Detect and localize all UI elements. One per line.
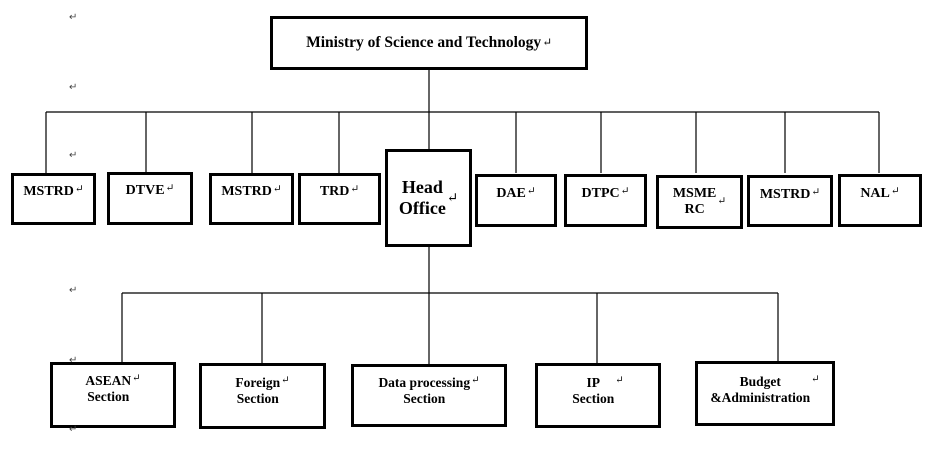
paragraph-mark: ↵	[446, 190, 459, 206]
section-label: Data processing Section	[378, 375, 471, 406]
section-budget-box: Budget &Administration↵	[695, 361, 835, 426]
paragraph-mark: ↵	[471, 375, 480, 386]
dept-trd-box: TRD↵	[298, 173, 381, 225]
dept-dtpc-box: DTPC↵	[564, 174, 647, 227]
paragraph-mark: ↵	[811, 187, 821, 198]
paragraph-mark: ↵	[717, 195, 727, 207]
dept-mstrd-1-box: MSTRD↵	[11, 173, 96, 225]
head-office-box: Head Office↵	[385, 149, 472, 247]
section-label: ASEAN Section	[85, 373, 132, 404]
section-data-processing-box: Data processing Section↵	[351, 364, 507, 427]
section-label: Budget &Administration	[710, 374, 811, 405]
section-ip-box: IP Section↵	[535, 363, 661, 428]
paragraph-mark: ↵	[165, 183, 175, 194]
dept-msme-rc-box: MSME RC↵	[656, 175, 743, 229]
paragraph-mark: ↵	[890, 186, 900, 197]
dept-label: MSTRD	[23, 184, 74, 199]
dept-label: TRD	[319, 184, 350, 199]
section-label: IP Section	[572, 375, 615, 406]
head-office-label: Head Office	[398, 177, 446, 218]
section-asean-box: ASEAN Section↵	[50, 362, 176, 428]
paragraph-mark: ↵	[69, 82, 78, 93]
dept-label: DAE	[496, 186, 526, 201]
dept-label: DTVE	[125, 183, 165, 198]
dept-mstrd-2-box: MSTRD↵	[209, 173, 294, 225]
dept-dtve-box: DTVE↵	[107, 172, 193, 225]
paragraph-mark: ↵	[69, 424, 78, 435]
paragraph-mark: ↵	[615, 375, 624, 386]
ministry-box: Ministry of Science and Technology↵	[270, 16, 588, 70]
section-label: Foreign Section	[235, 375, 281, 406]
dept-label: MSTRD	[759, 187, 811, 202]
paragraph-mark: ↵	[542, 36, 552, 50]
paragraph-mark: ↵	[69, 355, 78, 366]
paragraph-mark: ↵	[272, 184, 282, 195]
paragraph-mark: ↵	[281, 375, 290, 386]
paragraph-mark: ↵	[811, 374, 820, 385]
paragraph-mark: ↵	[132, 373, 141, 384]
paragraph-mark: ↵	[74, 184, 84, 195]
dept-mstrd-3-box: MSTRD↵	[747, 175, 833, 227]
dept-dae-box: DAE↵	[475, 174, 557, 227]
paragraph-mark: ↵	[69, 285, 78, 296]
section-foreign-box: Foreign Section↵	[199, 363, 326, 429]
paragraph-mark: ↵	[69, 150, 78, 161]
paragraph-mark: ↵	[526, 186, 536, 197]
dept-label: MSTRD	[221, 184, 272, 199]
dept-label: MSME RC	[672, 185, 717, 217]
dept-label: NAL	[860, 186, 890, 201]
ministry-label: Ministry of Science and Technology	[306, 34, 542, 52]
dept-label: DTPC	[581, 186, 620, 201]
paragraph-mark: ↵	[620, 186, 630, 197]
paragraph-mark: ↵	[350, 184, 360, 195]
dept-nal-box: NAL↵	[838, 174, 922, 227]
paragraph-mark: ↵	[69, 12, 78, 23]
